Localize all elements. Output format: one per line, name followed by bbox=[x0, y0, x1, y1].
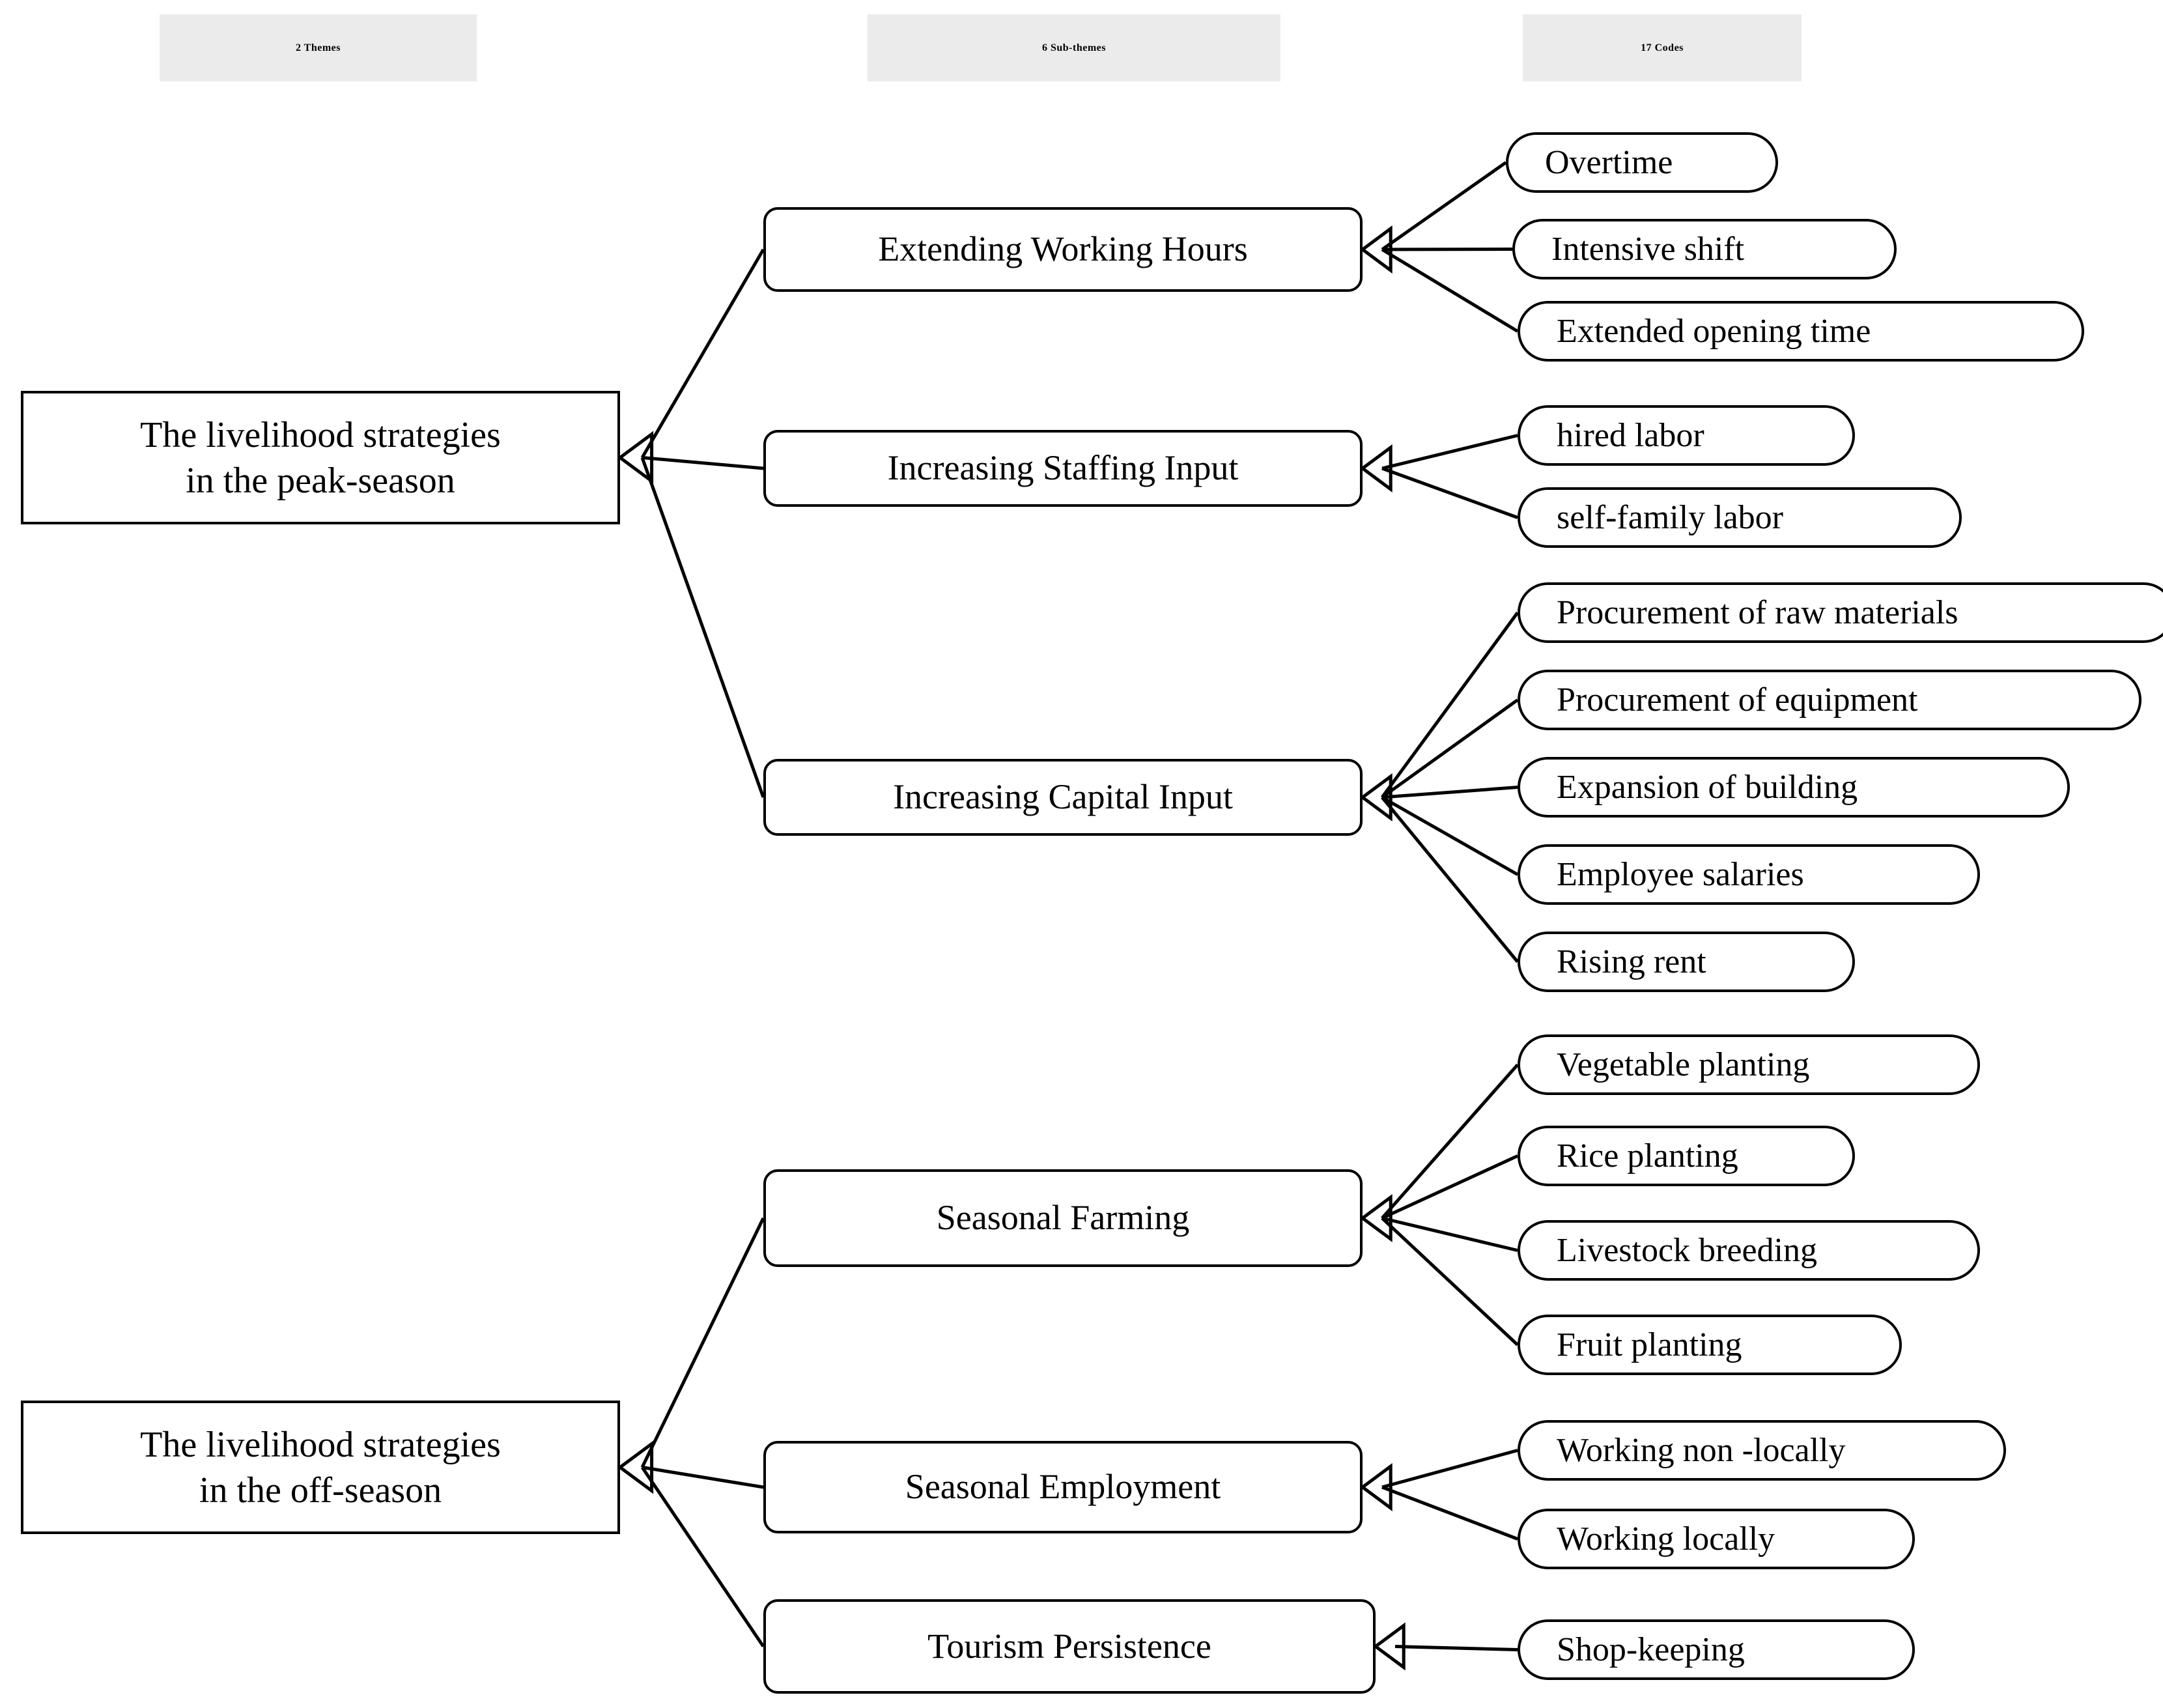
code-label: Expansion of building bbox=[1557, 769, 1858, 806]
subtheme-node-increasing-staffing-input[interactable]: Increasing Staffing Input bbox=[763, 430, 1363, 507]
subtheme-label: Increasing Capital Input bbox=[893, 777, 1233, 817]
subtheme-node-seasonal-employment[interactable]: Seasonal Employment bbox=[763, 1441, 1363, 1533]
code-label: Working non -locally bbox=[1557, 1432, 1846, 1469]
code-node-procurement-equipment[interactable]: Procurement of equipment bbox=[1518, 670, 2142, 730]
subtheme-node-extending-working-hours[interactable]: Extending Working Hours bbox=[763, 207, 1363, 292]
code-node-fruit-planting[interactable]: Fruit planting bbox=[1518, 1315, 1902, 1375]
code-node-hired-labor[interactable]: hired labor bbox=[1518, 405, 1855, 466]
column-header-themes: 2 Themes bbox=[160, 14, 477, 81]
code-label: Intensive shift bbox=[1551, 231, 1745, 268]
subtheme-label: Tourism Persistence bbox=[927, 1626, 1211, 1666]
code-node-expansion-of-building[interactable]: Expansion of building bbox=[1518, 757, 2070, 818]
subtheme-label: Seasonal Farming bbox=[936, 1198, 1190, 1238]
code-node-self-family-labor[interactable]: self-family labor bbox=[1518, 487, 1962, 548]
code-node-overtime[interactable]: Overtime bbox=[1506, 132, 1778, 193]
theme-label-off-season: The livelihood strategies in the off-sea… bbox=[140, 1422, 501, 1513]
code-label: Rising rent bbox=[1557, 943, 1706, 980]
column-header-themes-label: 2 Themes bbox=[295, 42, 341, 53]
code-node-working-non-locally[interactable]: Working non -locally bbox=[1518, 1420, 2006, 1481]
code-label: Shop-keeping bbox=[1557, 1631, 1745, 1668]
code-label: Procurement of raw materials bbox=[1557, 594, 1958, 631]
code-node-employee-salaries[interactable]: Employee salaries bbox=[1518, 844, 1980, 905]
code-node-rising-rent[interactable]: Rising rent bbox=[1518, 932, 1855, 992]
subtheme-label: Seasonal Employment bbox=[905, 1467, 1221, 1507]
code-label: hired labor bbox=[1557, 417, 1704, 454]
subtheme-node-tourism-persistence[interactable]: Tourism Persistence bbox=[763, 1599, 1376, 1694]
column-header-codes: 17 Codes bbox=[1523, 14, 1802, 81]
code-node-livestock-breeding[interactable]: Livestock breeding bbox=[1518, 1220, 1980, 1281]
code-label: Fruit planting bbox=[1557, 1326, 1742, 1363]
code-label: Overtime bbox=[1545, 144, 1673, 181]
theme-label-line2: in the off-season bbox=[199, 1470, 442, 1511]
code-label: Rice planting bbox=[1557, 1137, 1738, 1174]
code-node-intensive-shift[interactable]: Intensive shift bbox=[1512, 219, 1897, 279]
subtheme-node-increasing-capital-input[interactable]: Increasing Capital Input bbox=[763, 759, 1363, 836]
theme-label-line1: The livelihood strategies bbox=[140, 1424, 501, 1465]
code-label: Procurement of equipment bbox=[1557, 681, 1918, 719]
code-label: self-family labor bbox=[1557, 499, 1783, 536]
code-label: Vegetable planting bbox=[1557, 1046, 1810, 1083]
column-header-codes-label: 17 Codes bbox=[1641, 42, 1684, 53]
code-node-vegetable-planting[interactable]: Vegetable planting bbox=[1518, 1034, 1980, 1095]
code-label: Working locally bbox=[1557, 1520, 1775, 1558]
subtheme-node-seasonal-farming[interactable]: Seasonal Farming bbox=[763, 1169, 1363, 1267]
code-node-procurement-raw-materials[interactable]: Procurement of raw materials bbox=[1518, 582, 2163, 643]
code-label: Employee salaries bbox=[1557, 856, 1804, 893]
theme-label-line1: The livelihood strategies bbox=[140, 414, 501, 455]
code-node-rice-planting[interactable]: Rice planting bbox=[1518, 1126, 1855, 1186]
theme-node-peak-season[interactable]: The livelihood strategies in the peak-se… bbox=[21, 391, 620, 524]
column-header-subthemes: 6 Sub-themes bbox=[868, 14, 1280, 81]
theme-label-peak-season: The livelihood strategies in the peak-se… bbox=[140, 412, 501, 504]
code-label: Livestock breeding bbox=[1557, 1232, 1817, 1269]
theme-node-off-season[interactable]: The livelihood strategies in the off-sea… bbox=[21, 1401, 620, 1534]
column-header-subthemes-label: 6 Sub-themes bbox=[1041, 42, 1106, 53]
code-label: Extended opening time bbox=[1557, 313, 1871, 350]
code-node-working-locally[interactable]: Working locally bbox=[1518, 1509, 1915, 1569]
code-node-shop-keeping[interactable]: Shop-keeping bbox=[1518, 1619, 1915, 1680]
subtheme-label: Extending Working Hours bbox=[878, 229, 1248, 269]
theme-label-line2: in the peak-season bbox=[186, 460, 455, 501]
code-node-extended-opening-time[interactable]: Extended opening time bbox=[1518, 301, 2084, 362]
subtheme-label: Increasing Staffing Input bbox=[887, 448, 1239, 488]
